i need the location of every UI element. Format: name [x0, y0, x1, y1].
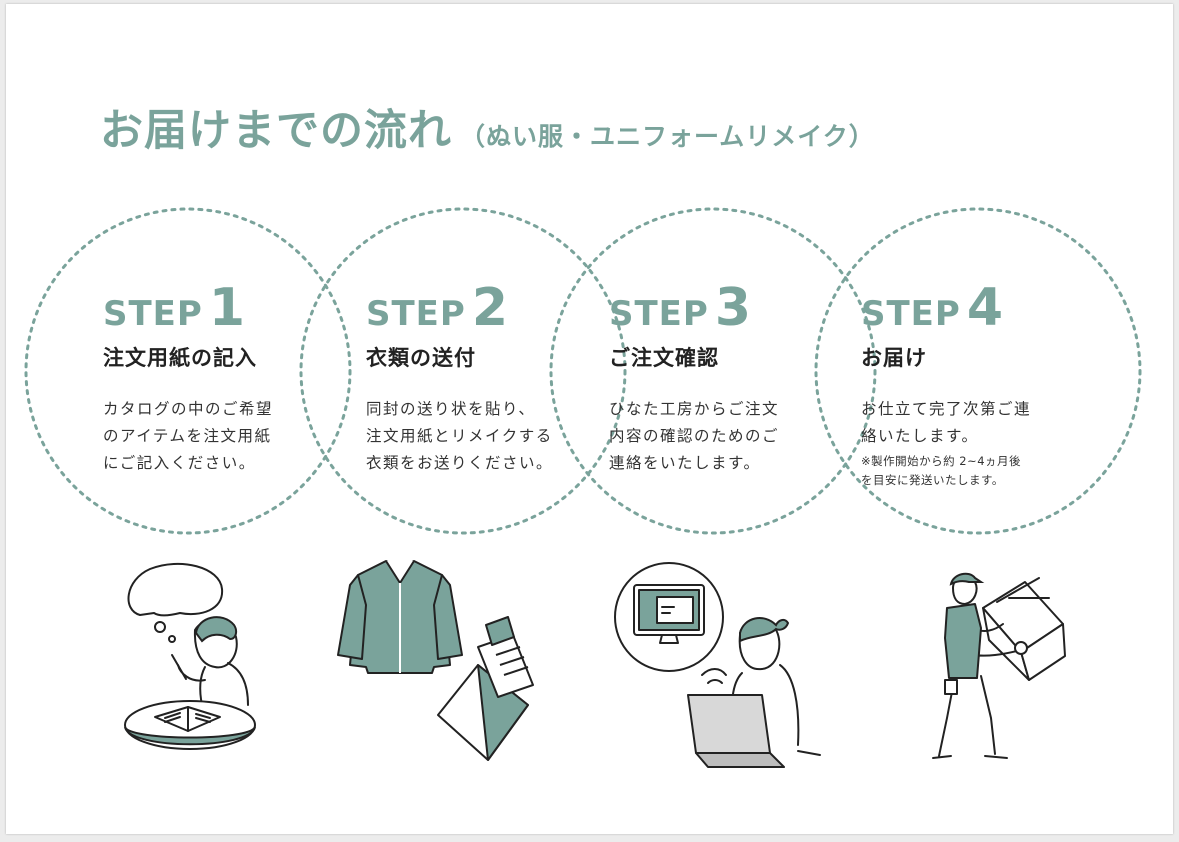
step-3-description: ひなた工房からご注文 内容の確認のためのご 連絡をいたします。: [609, 400, 780, 472]
person-at-laptop-icon: [614, 562, 821, 768]
step-2-number: 2: [471, 278, 509, 338]
shirt-and-package-icon: [337, 560, 534, 761]
step-2-title: 衣類の送付: [366, 346, 476, 370]
step-1-description: カタログの中のご希望 のアイテムを注文用紙 にご記入ください。: [103, 400, 274, 472]
step-3-number: 3: [714, 278, 752, 338]
step-2-circle: [299, 207, 627, 535]
step-3-circle: [549, 207, 877, 535]
step-4-note: ※製作開始から約 2~4ヵ月後 を目安に発送いたします。: [861, 454, 1022, 487]
delivery-person-icon: [932, 572, 1066, 759]
step-4-word: STEP: [861, 294, 961, 334]
page-title-sub: （ぬい服・ユニフォームリメイク）: [460, 122, 875, 151]
step-1-circle: [24, 207, 352, 535]
step-1-title: 注文用紙の記入: [103, 346, 257, 370]
step-4-title: お届け: [861, 346, 927, 370]
page-title: お届けまでの流れ （ぬい服・ユニフォームリメイク）: [100, 96, 875, 158]
step-2-word: STEP: [366, 294, 466, 334]
step-4-description: お仕立て完了次第ご連 絡いたします。: [861, 400, 1032, 445]
step-3-title: ご注文確認: [609, 346, 719, 370]
person-writing-icon: [124, 562, 256, 750]
step-2-description: 同封の送り状を貼り、 注文用紙とリメイクする 衣類をお送りください。: [366, 400, 554, 472]
step-1-number: 1: [208, 278, 246, 338]
step-4-circle: [814, 207, 1142, 535]
step-1-word: STEP: [103, 294, 203, 334]
step-4-number: 4: [966, 278, 1004, 338]
step-3-word: STEP: [609, 294, 709, 334]
page-title-main: お届けまでの流れ: [100, 106, 452, 156]
